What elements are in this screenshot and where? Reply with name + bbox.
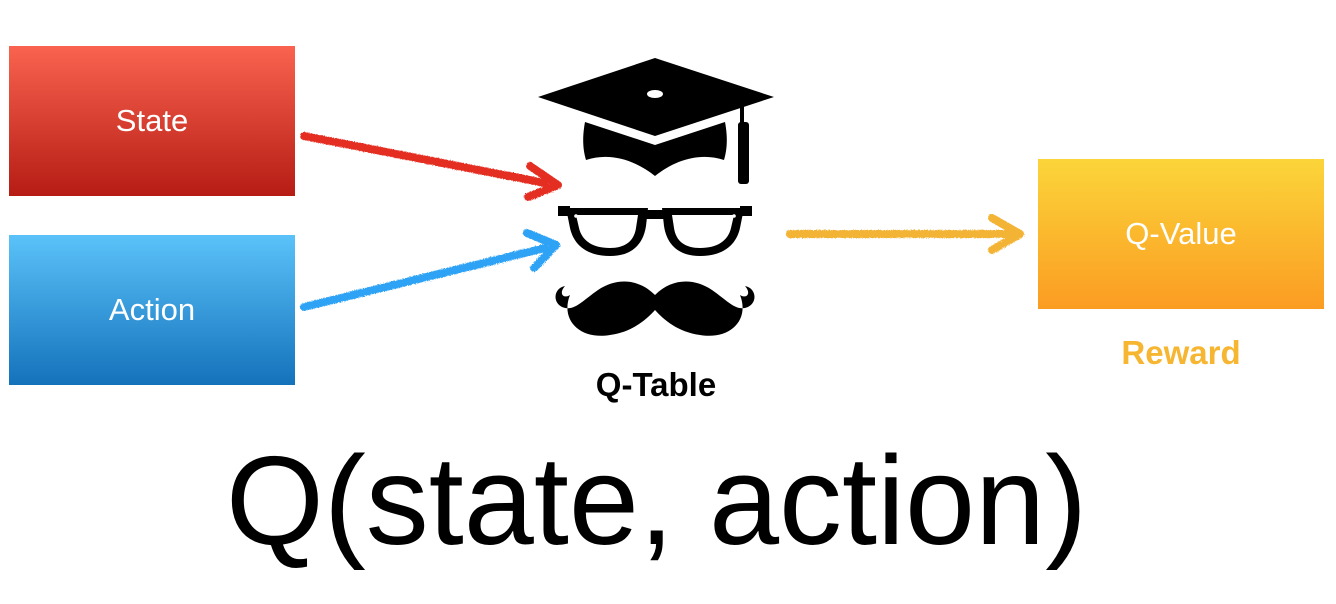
output-arrow — [786, 214, 1024, 254]
q-table-mascot — [538, 58, 774, 336]
formula-text: Q(state, action) — [225, 430, 1088, 571]
state-arrow — [300, 132, 562, 201]
action-label: Action — [108, 292, 196, 327]
action-arrow — [300, 229, 560, 311]
graduation-cap-icon — [538, 58, 774, 184]
state-label: State — [115, 103, 189, 138]
q-value-label: Q-Value — [1125, 216, 1237, 251]
mustache-icon — [555, 281, 755, 336]
state-box: State — [9, 46, 295, 196]
q-value-box: Q-Value — [1038, 159, 1324, 309]
action-box: Action — [9, 235, 295, 385]
glasses-icon — [558, 206, 752, 256]
q-table-label: Q-Table — [595, 366, 717, 403]
reward-label: Reward — [1121, 334, 1241, 371]
